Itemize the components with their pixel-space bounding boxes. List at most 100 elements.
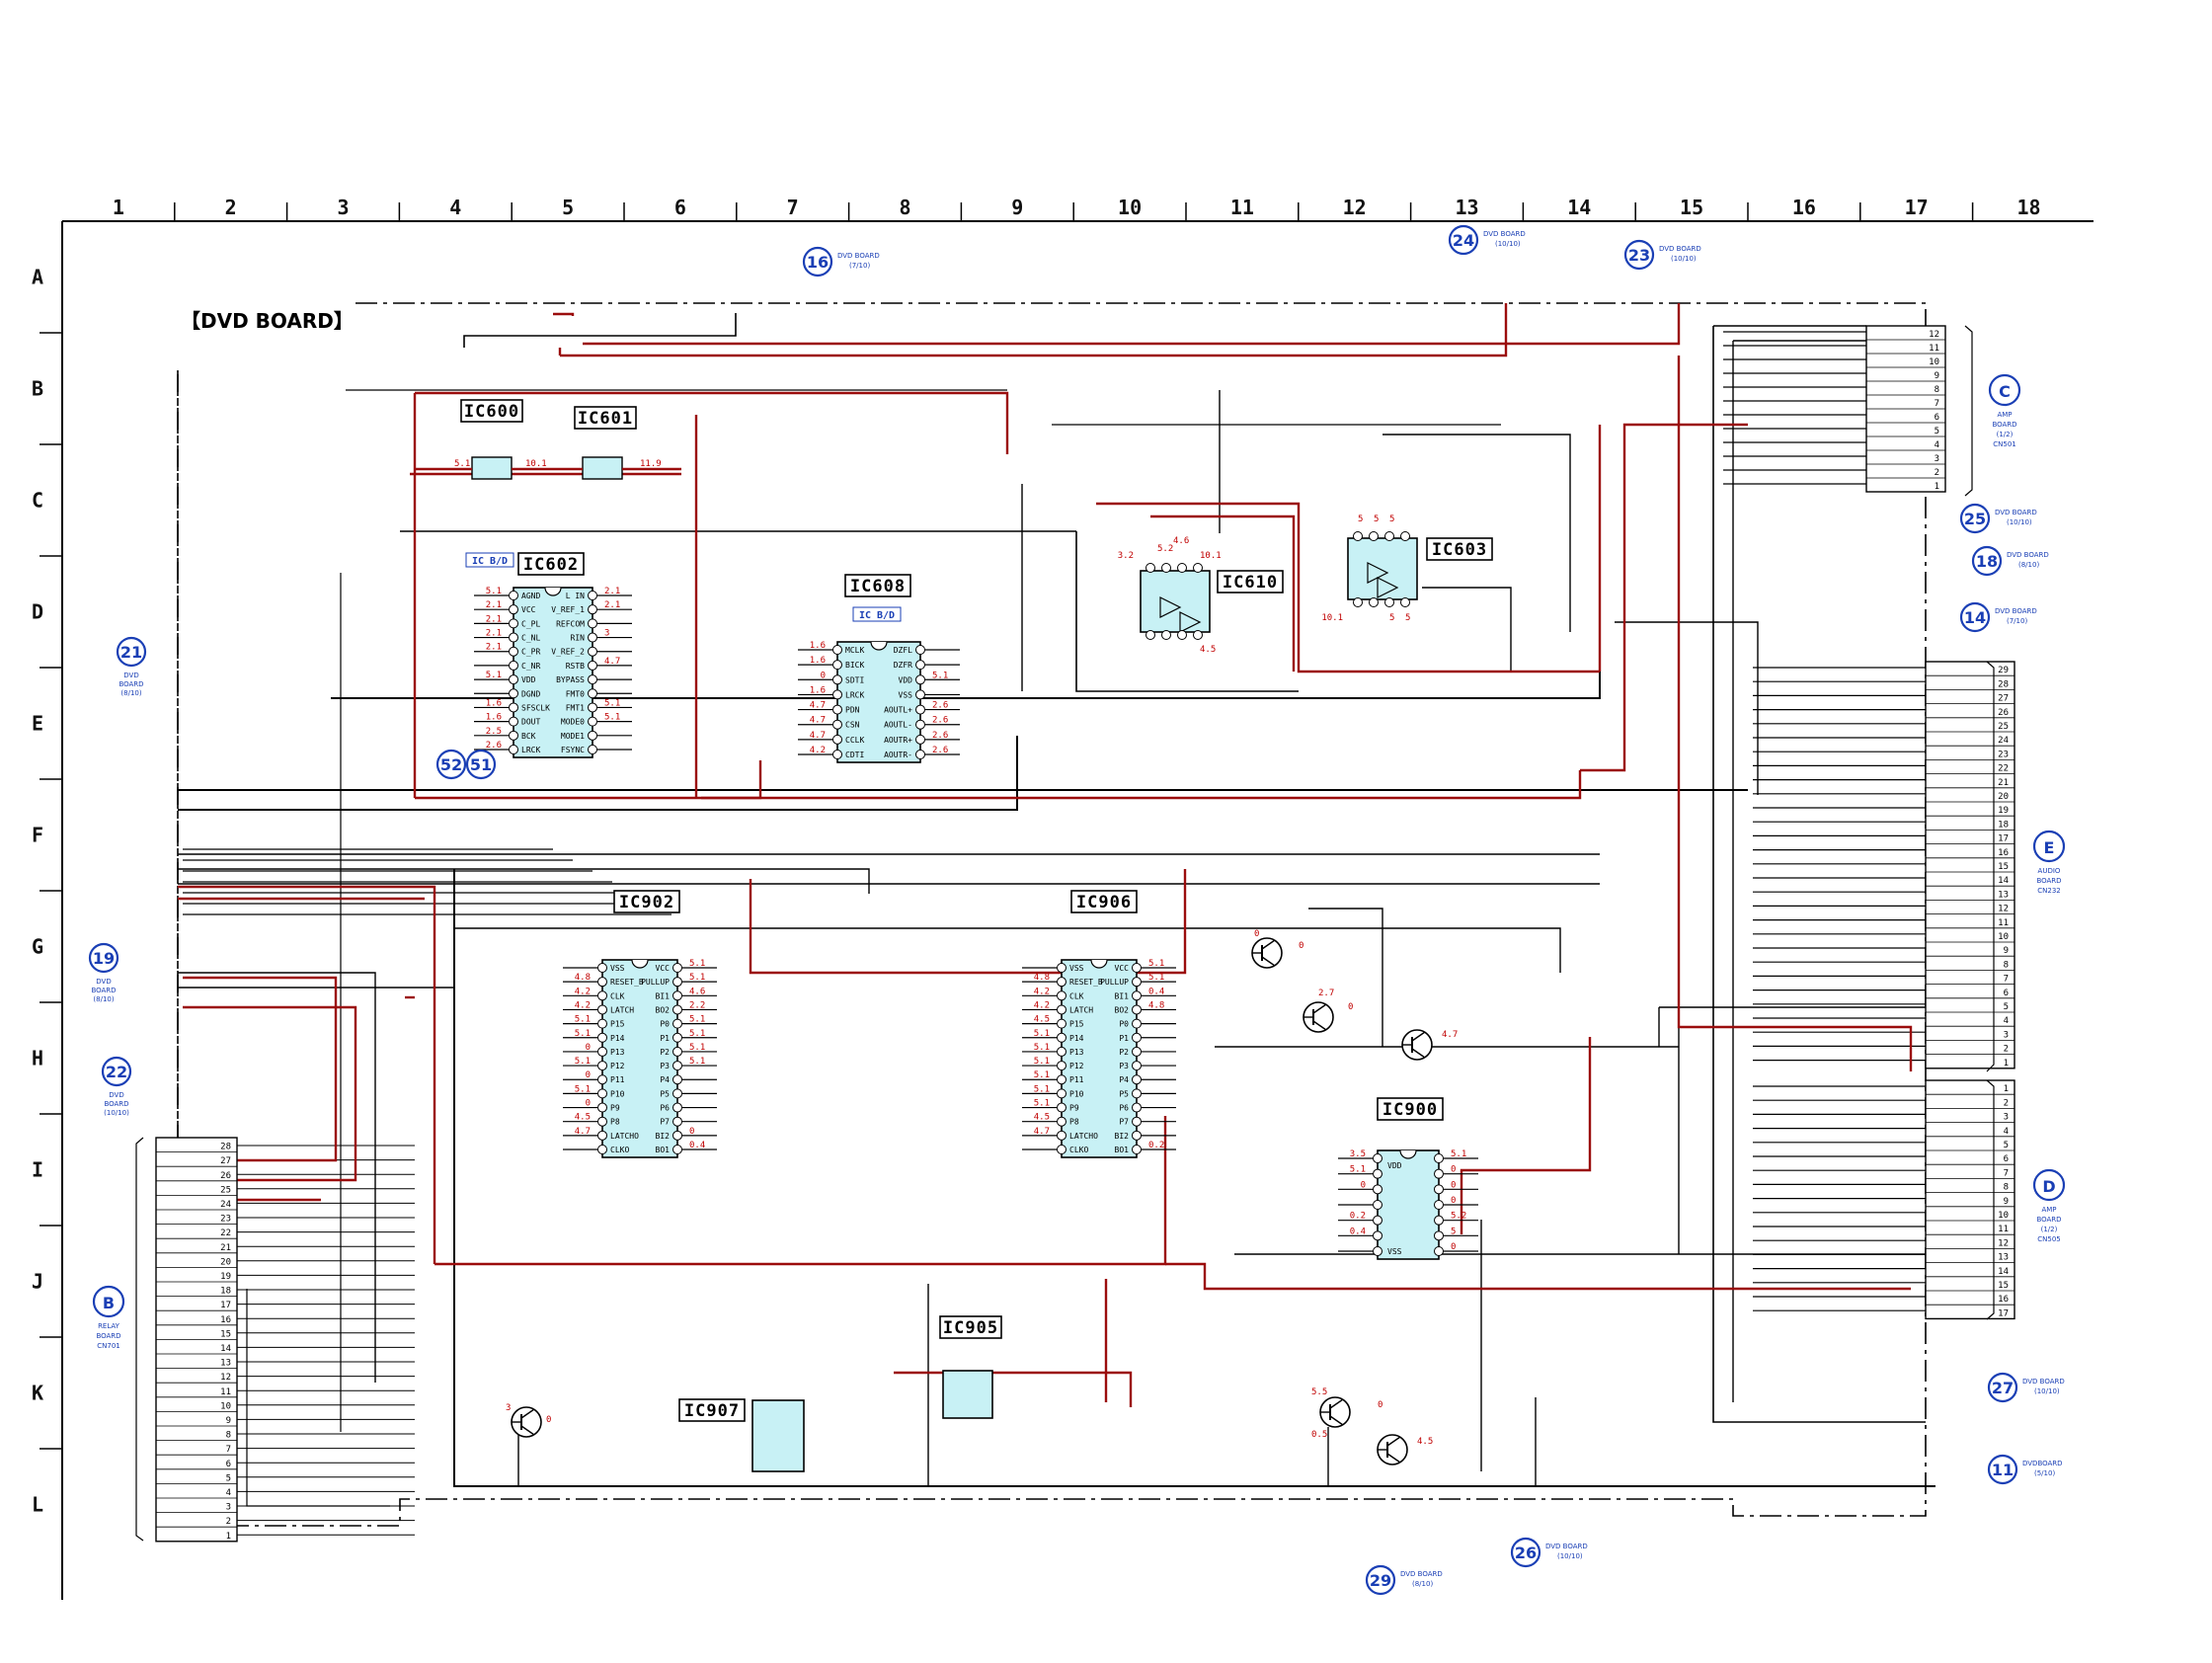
board-ref-line: CN501 (1993, 440, 2016, 448)
pin-label: DGND (521, 689, 540, 698)
pin-label: P15 (610, 1020, 625, 1029)
column-label: 1 (113, 196, 124, 219)
transistor-collector (1312, 1003, 1327, 1014)
ic600-power (415, 391, 1009, 454)
ic902-body (601, 959, 678, 1158)
connector-pin-number: 29 (1998, 666, 2009, 675)
ic603-label-box (1426, 537, 1493, 561)
wire (1096, 502, 1600, 673)
pin (1132, 1088, 1142, 1099)
wire (1308, 908, 1383, 1047)
pin (588, 660, 597, 671)
pin (588, 730, 597, 741)
voltage-label: 2.6 (932, 716, 948, 726)
ic602-label: IC602 (523, 555, 579, 575)
pin (509, 660, 518, 671)
wire (434, 1116, 1167, 1266)
connector-pin-number: 9 (2004, 946, 2009, 956)
ref-number: 21 (120, 643, 142, 662)
connector-pin-number: 26 (1998, 708, 2009, 718)
connector-pin-number: 6 (2004, 1154, 2009, 1164)
ref-circle-11 (1987, 1454, 2018, 1485)
pin (1132, 1018, 1142, 1029)
transistor-emitter (1386, 1453, 1401, 1464)
pin (832, 689, 842, 700)
ref-circle-27 (1987, 1372, 2018, 1403)
voltage-label: 4.6 (689, 987, 705, 996)
board-ref-line: CN505 (2037, 1235, 2061, 1243)
column-label: 12 (1343, 196, 1367, 219)
connector-audio-e: 2928272625242322212019181716151413121110… (1925, 661, 2015, 1069)
pin (672, 1130, 682, 1141)
connector-pin-number: 21 (220, 1243, 231, 1253)
board-ref-line: BOARD (2036, 877, 2061, 885)
connector-pin-number: 10 (220, 1401, 231, 1411)
voltage-label: 5.1 (454, 459, 470, 469)
pin (1434, 1215, 1444, 1226)
ref-sub-label: (10/10) (1495, 240, 1521, 248)
voltage-label: 5.2 (1157, 544, 1173, 554)
voltage-label: 4.2 (1034, 1000, 1050, 1010)
voltage-label: 3.2 (1118, 551, 1134, 561)
ic906-label: IC906 (1076, 893, 1132, 912)
connector-pin-number: 9 (2004, 1197, 2009, 1207)
transistor-collector (520, 1408, 535, 1419)
pin (1373, 1200, 1382, 1210)
voltage-label: 5 (1405, 613, 1410, 623)
board-ref-letter: E (2044, 838, 2055, 857)
board-ref-line: CN701 (97, 1342, 120, 1350)
voltage-label: 5 (1374, 515, 1379, 524)
connector-pin-number: 4 (1935, 440, 1939, 450)
column-label: 17 (1905, 196, 1929, 219)
voltage-label: 0.4 (689, 1141, 705, 1150)
pin (672, 1004, 682, 1015)
ref-number: 14 (1964, 608, 1986, 627)
pin-label: V_REF_1 (551, 605, 585, 614)
connector-amp-d-body (1925, 1079, 2015, 1320)
pin (1434, 1230, 1444, 1241)
connector-pin-number: 5 (2004, 1002, 2009, 1012)
connector-pin-number: 16 (1998, 1295, 2009, 1305)
column-label: 13 (1455, 196, 1478, 219)
voltage-label: 2.6 (932, 746, 948, 755)
pin-label: CCLK (845, 736, 864, 745)
pin (597, 1145, 607, 1154)
pin-label: RESET_B (610, 978, 644, 987)
board-ref-letter: D (2042, 1177, 2055, 1196)
voltage-label: 2.7 (1318, 989, 1334, 998)
pin (597, 1088, 607, 1099)
ref-sub-label: (10/10) (2034, 1387, 2060, 1395)
connector-pin-number: 12 (1998, 1238, 2009, 1248)
voltage-label: 5.1 (486, 671, 502, 680)
pin (915, 704, 925, 715)
pin (1384, 531, 1394, 541)
ic907-label-box (678, 1398, 746, 1422)
row-label: B (32, 377, 43, 401)
ref-sub-label: (7/10) (2007, 617, 2027, 625)
pin (832, 750, 842, 759)
pin (1146, 563, 1155, 573)
voltage-label: 4.6 (1173, 536, 1189, 546)
board-ref-circle (2032, 1168, 2066, 1202)
connector-audio-e-body (1925, 661, 2015, 1069)
wire (1580, 423, 1748, 772)
wire (894, 1371, 1133, 1407)
transistor-collector (1386, 1436, 1401, 1447)
voltage-label: 1.6 (486, 713, 502, 723)
board-ref-line: BOARD (1992, 421, 2016, 429)
connector-pin-number: 14 (1998, 1267, 2009, 1277)
connector-pin-number: 15 (1998, 862, 2009, 872)
voltage-label: 4.8 (1034, 973, 1050, 983)
voltage-label: 2.1 (486, 600, 502, 610)
pin (1353, 597, 1363, 607)
connector-pin-number: 18 (220, 1287, 231, 1297)
pin-label: P8 (610, 1118, 620, 1127)
row-label: A (32, 266, 43, 289)
pin (1373, 1153, 1382, 1163)
pin (588, 632, 597, 643)
voltage-label: 1.6 (486, 698, 502, 708)
pin (597, 990, 607, 1001)
connector-pin-number: 8 (1935, 385, 1939, 395)
ref-sub-label: (8/10) (93, 995, 114, 1003)
